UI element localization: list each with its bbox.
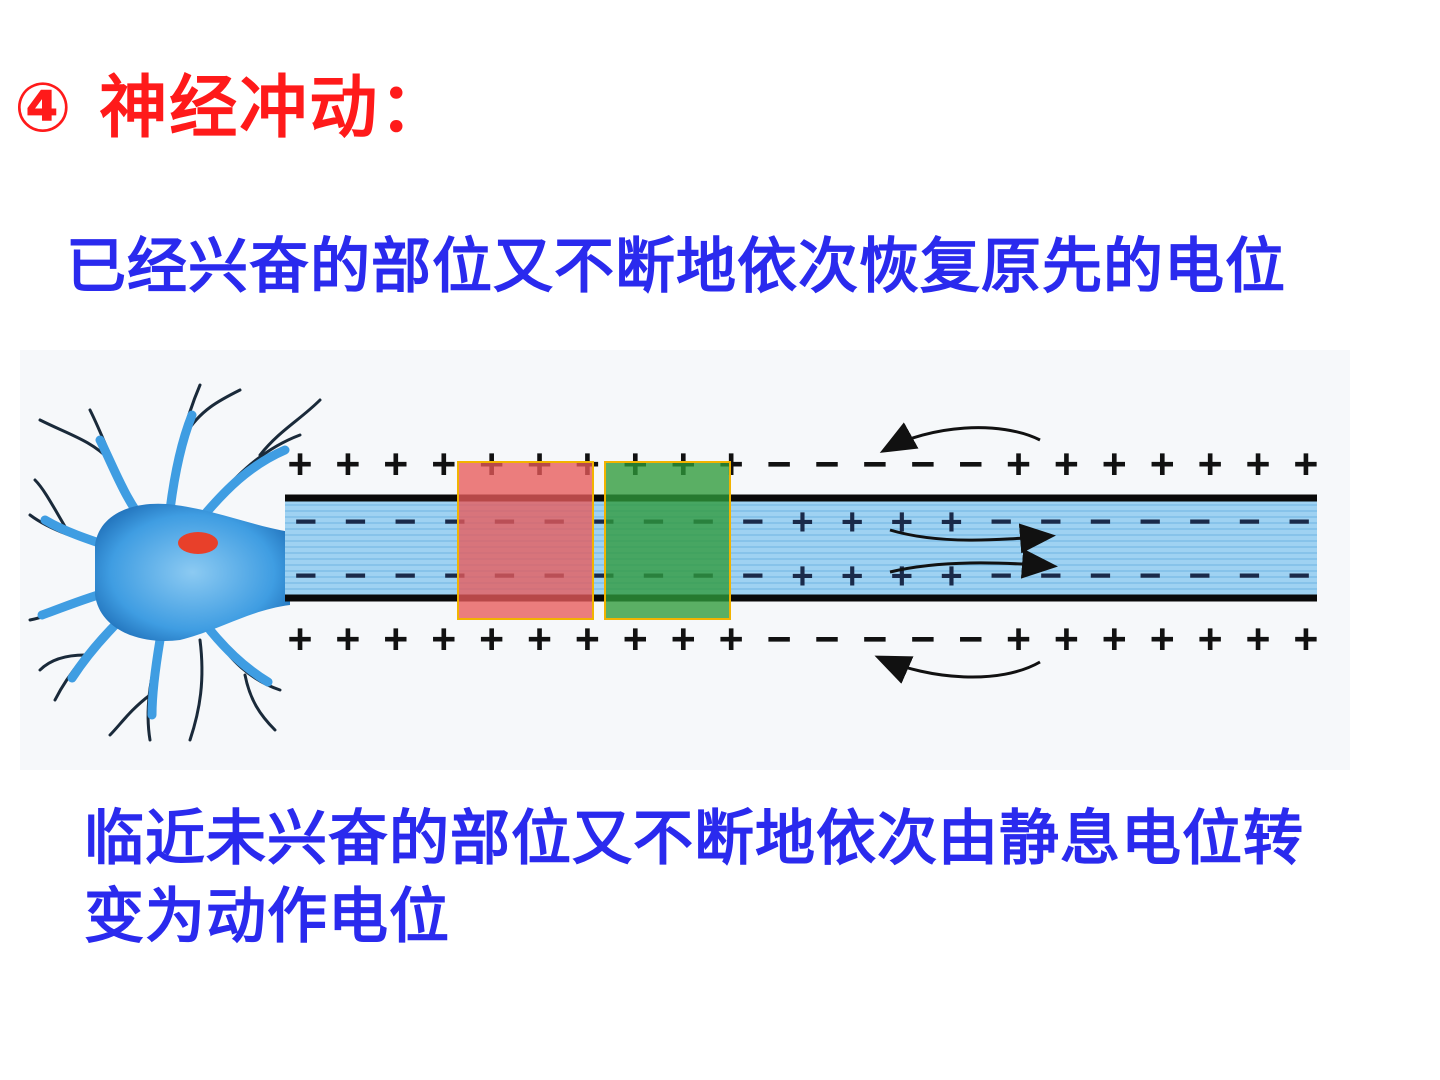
inner-current-arrow-bottom — [889, 548, 1058, 579]
excite-description-line2: 变为动作电位 — [84, 882, 450, 952]
inner-bottom-charges: −−−−−−−−−−++++−−−−−−− — [295, 555, 1310, 596]
slide-title: ④ 神经冲动： — [14, 69, 450, 148]
nerve-impulse-diagram: ++++++++++−−−−−+++++++ ++++++++++−−−−−++… — [20, 350, 1350, 770]
inner-current-arrow-top — [889, 523, 1056, 554]
excited-region-box — [604, 461, 731, 620]
outer-current-arrow-bottom — [874, 655, 1041, 684]
neuron-soma — [28, 383, 322, 742]
recover-description: 已经兴奋的部位又不断地依次恢复原先的电位 — [66, 232, 1286, 302]
outer-current-arrow-top — [879, 422, 1041, 453]
inner-top-charges: −−−−−−−−−−++++−−−−−−− — [295, 501, 1310, 542]
excite-description-line1: 临近未兴奋的部位又不断地依次由静息电位转 — [84, 804, 1304, 874]
nucleus — [178, 532, 218, 554]
recovered-region-box — [457, 461, 594, 620]
